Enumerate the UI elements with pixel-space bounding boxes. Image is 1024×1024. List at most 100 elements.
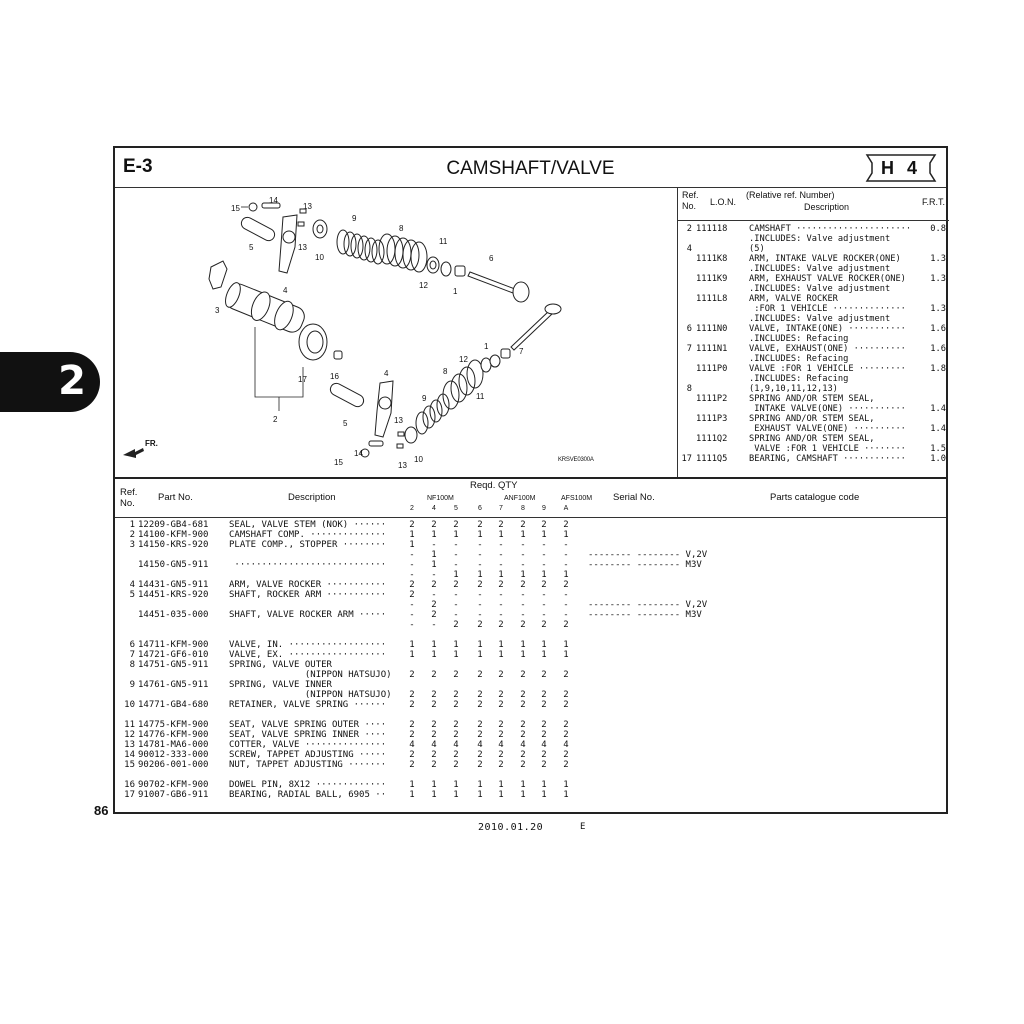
part-number: 14711-KFM-900 <box>138 640 209 650</box>
qty-cell: 2 <box>563 720 569 730</box>
part-description: SPRING, VALVE INNER <box>229 680 332 690</box>
qty-cell: 2 <box>453 520 459 530</box>
ref-no: 8 <box>129 660 135 670</box>
qty-cell: - <box>541 550 547 560</box>
frt-lon <box>692 314 744 324</box>
frt-time <box>920 434 949 444</box>
qty-cell: - <box>477 550 483 560</box>
qty-cell: 1 <box>477 790 483 800</box>
frt-ref <box>678 404 692 414</box>
frt-lon <box>692 444 744 454</box>
qty-cell: 2 <box>477 730 483 740</box>
parts-page: E-3 CAMSHAFT/VALVE H 4 <box>113 146 949 814</box>
frt-ref <box>678 394 692 404</box>
qty-cell: 2 <box>563 670 569 680</box>
qty-cell: 2 <box>431 760 437 770</box>
frt-lon <box>692 334 744 344</box>
qty-cell: 2 <box>409 590 415 600</box>
part-number: 14781-MA6-000 <box>138 740 209 750</box>
part-description: NUT, TAPPET ADJUSTING ······· <box>229 760 387 770</box>
model-header: NF100M <box>427 495 454 502</box>
qty-cell: 2 <box>541 520 547 530</box>
part-description: ARM, VALVE ROCKER ··········· <box>229 580 387 590</box>
diagram-code: KRSVE0300A <box>558 457 594 463</box>
frt-ref <box>678 334 692 344</box>
header-catalogue-code: Parts catalogue code <box>770 492 860 503</box>
qty-cell: 2 <box>477 720 483 730</box>
frt-time: 1.5 <box>930 444 946 454</box>
qty-cell: - <box>498 540 504 550</box>
frt-time <box>920 284 949 294</box>
frt-description: .INCLUDES: Valve adjustment <box>749 264 891 274</box>
frt-row: .INCLUDES: Refacing <box>678 354 949 364</box>
qty-cell: 1 <box>563 790 569 800</box>
qty-cell: - <box>520 610 526 620</box>
part-number: 91007-GB6-911 <box>138 790 209 800</box>
frt-time: 1.4 <box>930 424 946 434</box>
frt-ref <box>678 364 692 374</box>
qty-cell: 2 <box>563 760 569 770</box>
frt-lon: 1111K9 <box>696 274 728 284</box>
qty-cell: 1 <box>498 780 504 790</box>
part-description: VALVE, IN. ·················· <box>229 640 387 650</box>
qty-cell: 2 <box>541 750 547 760</box>
qty-cell: 1 <box>563 650 569 660</box>
qty-cell: 1 <box>520 530 526 540</box>
frt-lon: 1111P2 <box>696 394 728 404</box>
frt-time <box>920 374 949 384</box>
qty-cell: 1 <box>453 780 459 790</box>
frt-description: EXHAUST VALVE(ONE) ·········· <box>749 424 906 434</box>
callout-number: 11 <box>439 237 448 246</box>
qty-cell: 1 <box>477 650 483 660</box>
page-title: CAMSHAFT/VALVE <box>446 158 615 179</box>
qty-cell: - <box>563 560 569 570</box>
frt-description: CAMSHAFT ······················ <box>749 224 912 234</box>
qty-cell: 2 <box>409 580 415 590</box>
ref-no: 4 <box>129 580 135 590</box>
part-description: COTTER, VALVE ··············· <box>229 740 387 750</box>
frt-description: SPRING AND/OR STEM SEAL, <box>749 434 875 444</box>
ref-no: 13 <box>124 740 135 750</box>
frt-row: :FOR 1 VEHICLE ··············1.3 <box>678 304 949 314</box>
qty-column-header: 7 <box>499 505 503 512</box>
qty-cell: 2 <box>498 580 504 590</box>
part-description: DOWEL PIN, 8X12 ············· <box>229 780 387 790</box>
callout-number: 5 <box>343 419 348 428</box>
qty-cell: 2 <box>409 690 415 700</box>
qty-cell: 2 <box>563 520 569 530</box>
frt-lon: 1111Q2 <box>696 434 728 444</box>
qty-cell: - <box>520 540 526 550</box>
qty-cell: 1 <box>477 530 483 540</box>
qty-cell: 1 <box>563 780 569 790</box>
part-number: 14775-KFM-900 <box>138 720 209 730</box>
qty-cell: 2 <box>477 670 483 680</box>
qty-cell: 2 <box>563 730 569 740</box>
qty-cell: 1 <box>520 640 526 650</box>
qty-cell: 2 <box>409 520 415 530</box>
part-description: SHAFT, ROCKER ARM ··········· <box>229 590 387 600</box>
callout-number: 14 <box>269 196 278 205</box>
frt-time: 1.6 <box>930 344 946 354</box>
qty-cell: 2 <box>409 720 415 730</box>
callout-number: 16 <box>330 372 339 381</box>
qty-cell: 2 <box>477 750 483 760</box>
frt-ref <box>678 274 692 284</box>
callout-number: 11 <box>476 392 485 401</box>
part-number: 90012-333-000 <box>138 750 209 760</box>
part-number: 14771-GB4-680 <box>138 700 209 710</box>
qty-cell: - <box>477 560 483 570</box>
qty-cell: - <box>498 590 504 600</box>
page-number: 86 <box>94 803 109 818</box>
qty-cell: - <box>431 620 437 630</box>
qty-cell: 2 <box>520 700 526 710</box>
frt-ref <box>678 284 692 294</box>
frt-lon: 1111P0 <box>696 364 728 374</box>
frt-description: VALVE, INTAKE(ONE) ··········· <box>749 324 906 334</box>
